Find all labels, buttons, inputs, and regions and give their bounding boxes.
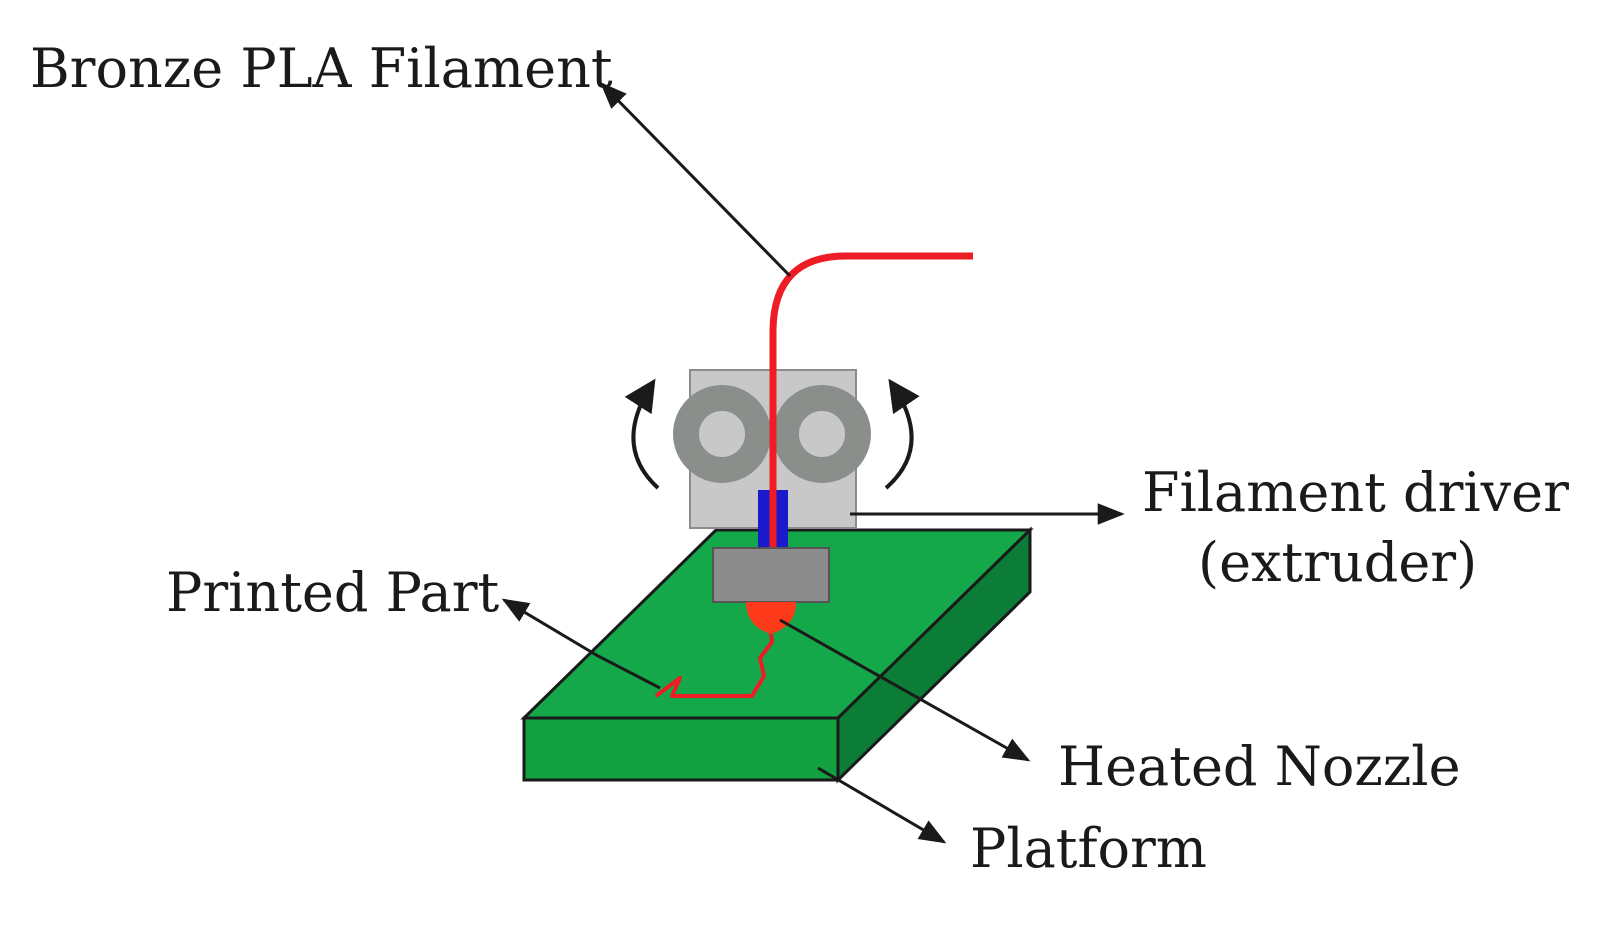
label-platform: Platform <box>970 817 1208 880</box>
leader-printed-part <box>501 598 661 690</box>
drive-gear-left <box>673 385 771 483</box>
label-extruder: (extruder) <box>1198 531 1478 594</box>
melt-tip <box>746 602 796 634</box>
platform-front-face <box>522 716 840 782</box>
label-heated-nozzle: Heated Nozzle <box>1058 735 1461 798</box>
leader-filament <box>600 82 792 278</box>
label-bronze-pla-filament: Bronze PLA Filament <box>30 37 613 100</box>
heated-nozzle-block <box>712 547 830 603</box>
leader-platform <box>817 766 947 844</box>
filament <box>769 252 973 548</box>
rotation-arrow-right <box>884 378 920 490</box>
rotation-arrow-left <box>624 378 660 490</box>
leader-nozzle <box>779 618 1031 762</box>
label-filament-driver: Filament driver <box>1142 461 1569 524</box>
label-printed-part: Printed Part <box>166 561 500 624</box>
printed-part-trace <box>654 625 774 698</box>
drive-gear-right <box>773 385 871 483</box>
